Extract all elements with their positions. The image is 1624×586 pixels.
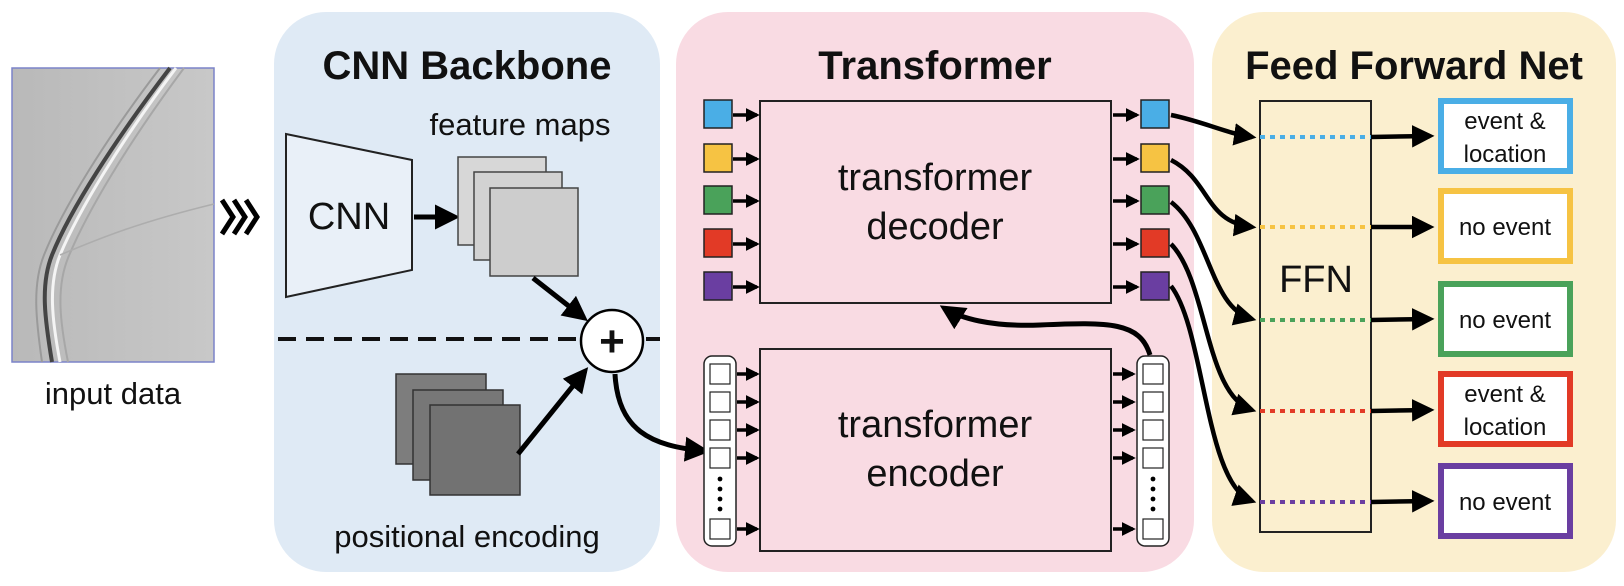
output-label-line2: location <box>1464 414 1547 441</box>
decoder-to-ffn-arrows <box>1169 112 1257 506</box>
ffn-lanes <box>1260 135 1371 504</box>
query-input <box>703 228 760 258</box>
decoder-output <box>1113 99 1170 129</box>
output-boxes: event & location no event no event event… <box>1438 98 1573 539</box>
transformer-decoder <box>759 100 1112 304</box>
flow-chevrons <box>219 198 260 236</box>
output-box: no event <box>1438 281 1573 357</box>
output-label-line1: no event <box>1459 214 1551 241</box>
cnn-label: CNN <box>308 196 390 238</box>
feature-map-stack <box>457 156 579 277</box>
positional-encoding-stack <box>395 373 521 496</box>
cnn-backbone-panel: CNN Backbone feature maps CNN + position… <box>274 12 660 572</box>
ffn-panel: Feed Forward Net FFN e <box>1169 12 1616 572</box>
decoder-output <box>1113 228 1170 258</box>
decoder-output <box>1113 271 1170 301</box>
query-input <box>703 185 760 215</box>
transformer-panel-title: Transformer <box>818 44 1051 88</box>
encoder-label-line2: encoder <box>866 453 1004 495</box>
query-input <box>703 271 760 301</box>
encoder-label-line1: transformer <box>838 404 1033 446</box>
decoder-output <box>1113 185 1170 215</box>
output-label-line1: no event <box>1459 489 1551 516</box>
seismic-waveforms <box>35 66 215 363</box>
sum-symbol: + <box>599 317 625 366</box>
input-data: input data <box>11 66 215 411</box>
cnn-panel-title: CNN Backbone <box>323 44 612 88</box>
transformer-panel: Transformer transformer decoder transfor… <box>612 12 1194 572</box>
decoder-outputs <box>1113 99 1170 301</box>
output-label-line2: location <box>1464 141 1547 168</box>
output-box: no event <box>1438 463 1573 539</box>
decoder-label-line1: transformer <box>838 157 1033 199</box>
output-label-line1: event & <box>1464 381 1545 408</box>
query-inputs <box>703 99 760 301</box>
ffn-to-output-arrows <box>1370 125 1435 513</box>
output-label-line1: no event <box>1459 307 1551 334</box>
query-input <box>703 143 760 173</box>
features-to-sum-arrow <box>531 276 588 322</box>
input-image <box>11 67 215 363</box>
output-box: event & location <box>1438 98 1573 174</box>
positional-encoding-label: positional encoding <box>334 519 599 554</box>
encoder-input-tokens <box>703 355 760 547</box>
ffn-panel-title: Feed Forward Net <box>1245 44 1583 88</box>
pos-to-sum-arrow <box>516 367 589 456</box>
decoder-output <box>1113 143 1170 173</box>
decoder-label-line2: decoder <box>866 206 1004 248</box>
ffn-label: FFN <box>1279 259 1353 301</box>
ffn-box <box>1259 100 1372 533</box>
encoder-to-decoder-arrow <box>939 305 1153 356</box>
encoder-output-tokens <box>1113 355 1170 547</box>
feature-maps-label: feature maps <box>430 107 611 142</box>
output-label-line1: event & <box>1464 108 1545 135</box>
output-box: event & location <box>1438 371 1573 447</box>
sum-to-encoder-arrow <box>612 373 710 462</box>
cnn-trapezoid <box>285 132 413 299</box>
input-data-label: input data <box>45 376 182 411</box>
query-input <box>703 99 760 129</box>
sum-node <box>579 308 645 374</box>
output-box: no event <box>1438 188 1573 264</box>
transformer-encoder <box>759 348 1112 552</box>
